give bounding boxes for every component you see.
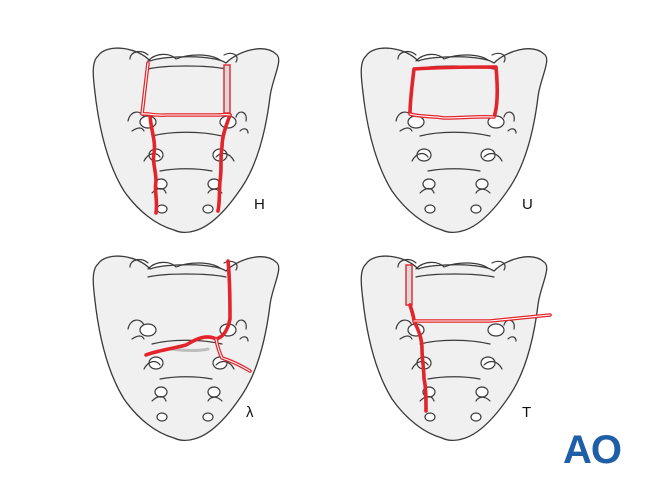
panel-label-t: T (522, 404, 531, 421)
fracture-line-lambda (144, 259, 252, 373)
panel-u: U (360, 47, 548, 234)
panel-lambda: λ (92, 255, 280, 442)
grey-fracture-line (169, 347, 210, 352)
sacrum-outline (92, 47, 280, 234)
fracture-band (405, 264, 413, 306)
panel-h: H (92, 47, 280, 234)
panel-label-u: U (522, 196, 533, 213)
fracture-band (223, 64, 231, 114)
panel-t: T (360, 255, 552, 442)
sacrum-outline (360, 47, 548, 234)
fracture-line-t (408, 303, 552, 413)
sacrum-outline (360, 255, 548, 442)
fracture-line-u (408, 65, 500, 120)
fracture-line-h (140, 61, 232, 215)
ao-logo: AO (563, 428, 621, 472)
panel-label-h: H (254, 196, 265, 213)
panel-label-lambda: λ (246, 404, 254, 421)
